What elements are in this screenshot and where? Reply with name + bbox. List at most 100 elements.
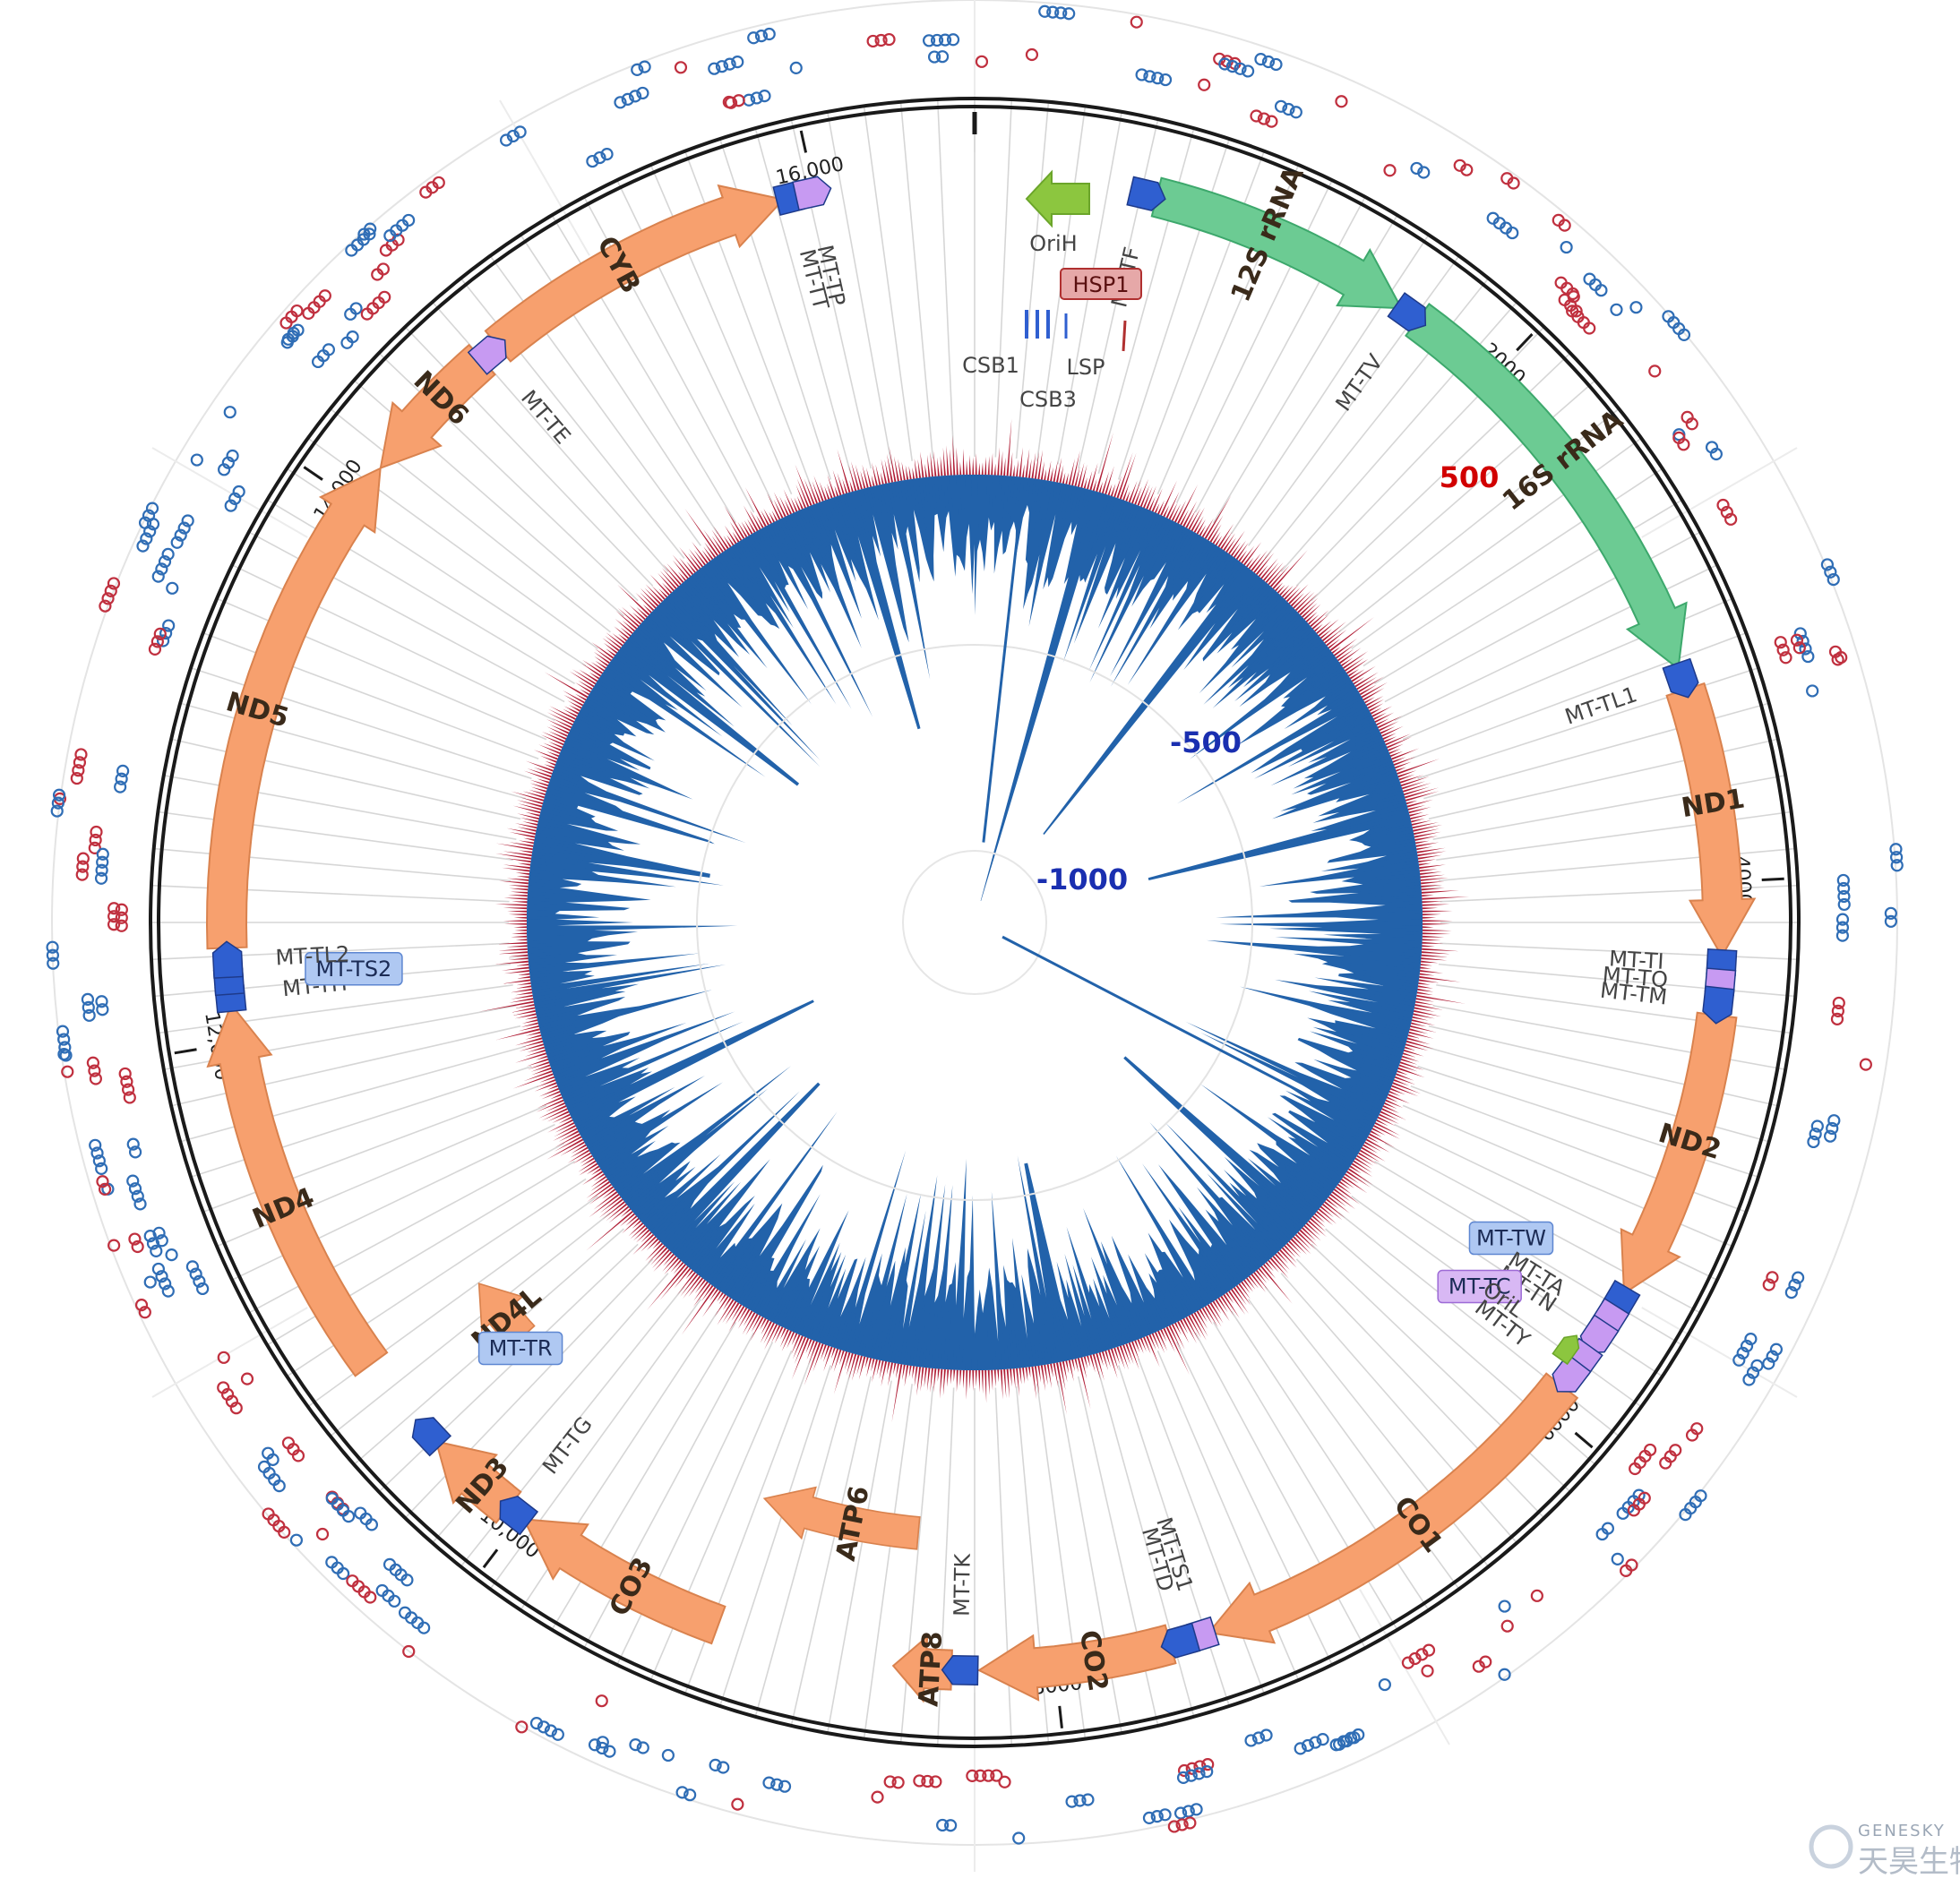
variant-marker	[419, 176, 445, 199]
variant-marker	[126, 1137, 142, 1159]
variant-marker	[1659, 1444, 1682, 1470]
coverage-interior	[554, 504, 1387, 1342]
variant-marker	[190, 453, 203, 467]
variant-marker	[86, 1056, 102, 1085]
variant-marker	[1790, 633, 1806, 655]
ring-tick	[799, 130, 808, 153]
lsp-label: LSP	[1066, 355, 1105, 380]
variant-marker	[922, 33, 960, 47]
variant-marker	[1762, 1271, 1779, 1291]
variant-marker	[883, 1775, 905, 1789]
variant-marker	[126, 1174, 147, 1211]
variant-marker	[515, 1720, 529, 1734]
gene-cyb	[484, 184, 786, 363]
variant-marker	[165, 1248, 178, 1262]
variant-marker	[61, 1065, 74, 1078]
trna-label: MT-TG	[537, 1412, 597, 1480]
variant-marker	[94, 847, 109, 885]
variant-marker	[262, 1446, 279, 1466]
variant-marker	[88, 825, 103, 855]
variant-marker	[57, 1047, 71, 1061]
variant-marker	[1274, 99, 1302, 119]
variant-marker	[1142, 1808, 1172, 1825]
variant-marker	[1401, 1643, 1436, 1669]
variant-marker	[596, 1736, 609, 1749]
variant-marker	[383, 1557, 402, 1577]
variant-marker	[89, 1138, 108, 1175]
trna-mt-tv	[1387, 292, 1427, 332]
variant-marker	[96, 1175, 112, 1197]
variant-marker	[708, 56, 744, 75]
variant-marker	[1685, 1422, 1704, 1442]
gene-nd6	[379, 343, 496, 470]
variant-marker	[398, 1606, 431, 1634]
variant-marker	[1558, 293, 1583, 318]
variant-marker	[56, 1025, 73, 1062]
variant-marker	[1554, 276, 1579, 301]
genesky-logo: GENESKY 天昊生物	[1809, 1822, 1960, 1880]
variant-marker	[81, 992, 96, 1022]
trna-label: MT-TE	[516, 385, 575, 449]
variant-marker	[1732, 1333, 1758, 1367]
variant-marker	[1716, 498, 1738, 526]
variant-marker	[360, 290, 391, 321]
variant-marker	[1807, 1119, 1824, 1149]
variant-marker	[46, 940, 60, 970]
boxed-trna-label: MT-TC	[1437, 1269, 1522, 1304]
trna-label: MT-TI	[1608, 946, 1664, 974]
variant-marker	[1130, 15, 1143, 29]
variant-marker	[118, 1067, 136, 1104]
variant-marker	[742, 90, 771, 107]
variant-marker	[1889, 843, 1904, 872]
variant-marker	[217, 1381, 243, 1415]
trna-label: MT-TV	[1330, 349, 1388, 416]
variant-marker	[325, 1556, 350, 1581]
variant-marker	[1679, 1489, 1707, 1522]
ring-tick	[1058, 1705, 1063, 1728]
variant-marker	[866, 32, 896, 48]
variant-marker	[1421, 1664, 1434, 1677]
variant-marker	[1329, 1728, 1365, 1752]
variant-marker	[1648, 365, 1662, 378]
variant-marker	[1662, 310, 1691, 341]
variant-marker	[95, 995, 109, 1016]
coverage-histogram	[478, 418, 1470, 1423]
variant-marker	[661, 1748, 675, 1763]
variant-marker	[631, 60, 651, 76]
variant-marker	[1472, 1655, 1492, 1673]
variant-marker	[50, 788, 66, 818]
variant-marker	[500, 125, 527, 147]
variant-marker	[375, 1583, 401, 1608]
gene-label: ATP8	[913, 1631, 949, 1708]
variant-marker	[1250, 109, 1278, 128]
variant-marker	[709, 1758, 730, 1774]
variant-marker	[789, 61, 803, 74]
trna-mt-tf	[1126, 176, 1166, 211]
variant-marker	[1610, 303, 1623, 316]
variant-marker	[1038, 4, 1076, 21]
gene-nd3	[434, 1440, 522, 1524]
variant-marker	[151, 547, 175, 583]
orih-label: OriH	[1029, 231, 1077, 256]
gene-co2	[976, 1624, 1177, 1702]
variant-marker	[1705, 441, 1723, 461]
scale-label-minus-500: -500	[1170, 725, 1242, 759]
scale-label-500: 500	[1440, 460, 1500, 494]
ring-tick	[1516, 333, 1534, 352]
variant-marker	[107, 1239, 121, 1252]
variant-marker	[1500, 1619, 1514, 1633]
variant-marker	[529, 1717, 564, 1741]
trna-mt-tr	[411, 1417, 452, 1457]
variant-marker	[1611, 1552, 1624, 1565]
gene-nd2	[1620, 1011, 1738, 1296]
variant-marker	[1383, 164, 1397, 177]
variant-marker	[394, 1568, 414, 1587]
variant-marker	[1595, 1522, 1615, 1541]
variant-marker	[588, 1738, 616, 1758]
variant-marker	[1884, 906, 1898, 928]
variant-marker	[595, 1694, 608, 1708]
oril-marker	[1552, 1334, 1580, 1366]
variant-marker	[1806, 684, 1819, 698]
variant-marker	[1486, 211, 1519, 240]
